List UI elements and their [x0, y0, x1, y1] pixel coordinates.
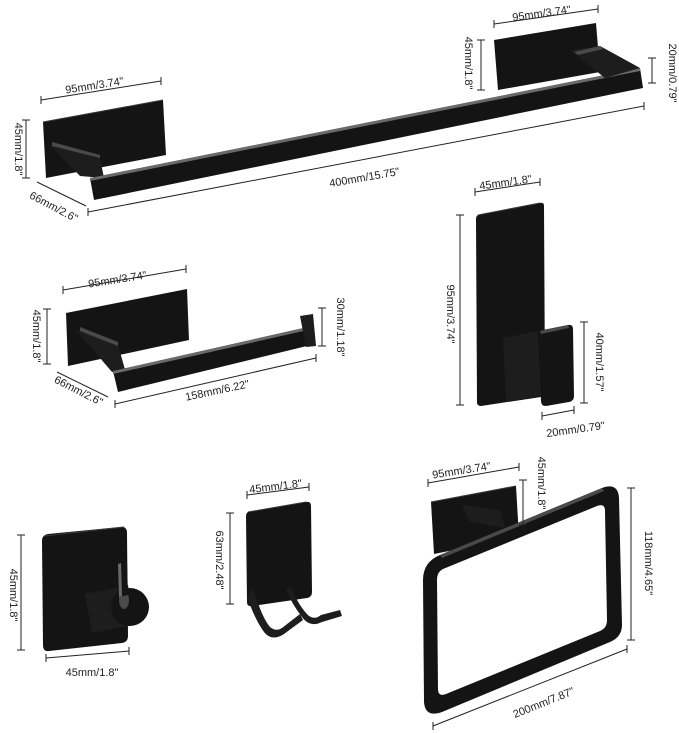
- towel-bar-projection-label: 66mm/2.6": [27, 190, 79, 225]
- robe-hook-tall-width-label: 45mm/1.8": [479, 173, 533, 192]
- robe-hook-tall-height-label: 95mm/3.74": [444, 285, 456, 344]
- towel-ring: [423, 485, 622, 714]
- razor-holder-height-label: 63mm/2.48": [213, 531, 225, 590]
- towel-bar-plate-height-left-label: 45mm/1.8": [12, 123, 24, 176]
- towel-bar-length-label: 400mm/15.75": [328, 166, 400, 190]
- robe-hook-small-width-label: 45mm/1.8": [66, 667, 119, 679]
- paper-holder-plate-height-label: 45mm/1.8": [30, 310, 42, 363]
- razor-holder: [246, 501, 342, 638]
- towel-bar-thickness-label: 20mm/0.79": [666, 44, 678, 103]
- towel-bar-plate-width-label: 95mm/3.74": [64, 75, 124, 96]
- towel-bar: [42, 23, 643, 200]
- paper-holder: [66, 289, 316, 392]
- towel-ring-plate-width-label: 95mm/3.74": [431, 460, 491, 481]
- robe-hook-tall-hook-depth-label: 20mm/0.79": [546, 420, 606, 440]
- paper-holder-length-label: 158mm/6.22": [184, 378, 250, 403]
- razor-holder-width-label: 45mm/1.8": [249, 478, 303, 496]
- towel-bar-plate-width-right-label: 95mm/3.74": [512, 4, 572, 24]
- robe-hook-small-dimensions: 45mm/1.8" 45mm/1.8": [7, 534, 130, 679]
- robe-hook-small-height-label: 45mm/1.8": [7, 569, 19, 622]
- towel-ring-height-label: 118mm/4.65": [642, 531, 654, 595]
- robe-hook-tall: [476, 202, 574, 406]
- paper-holder-plate-width-label: 95mm/3.74": [87, 269, 147, 290]
- paper-holder-end-height-label: 30mm/1.18": [334, 298, 346, 357]
- robe-hook-small: [42, 526, 149, 652]
- towel-bar-plate-height-right-label: 45mm/1.8": [462, 37, 474, 90]
- robe-hook-tall-hook-height-label: 40mm/1.57": [593, 333, 605, 392]
- towel-ring-plate-height-label: 45mm/1.8": [535, 457, 547, 510]
